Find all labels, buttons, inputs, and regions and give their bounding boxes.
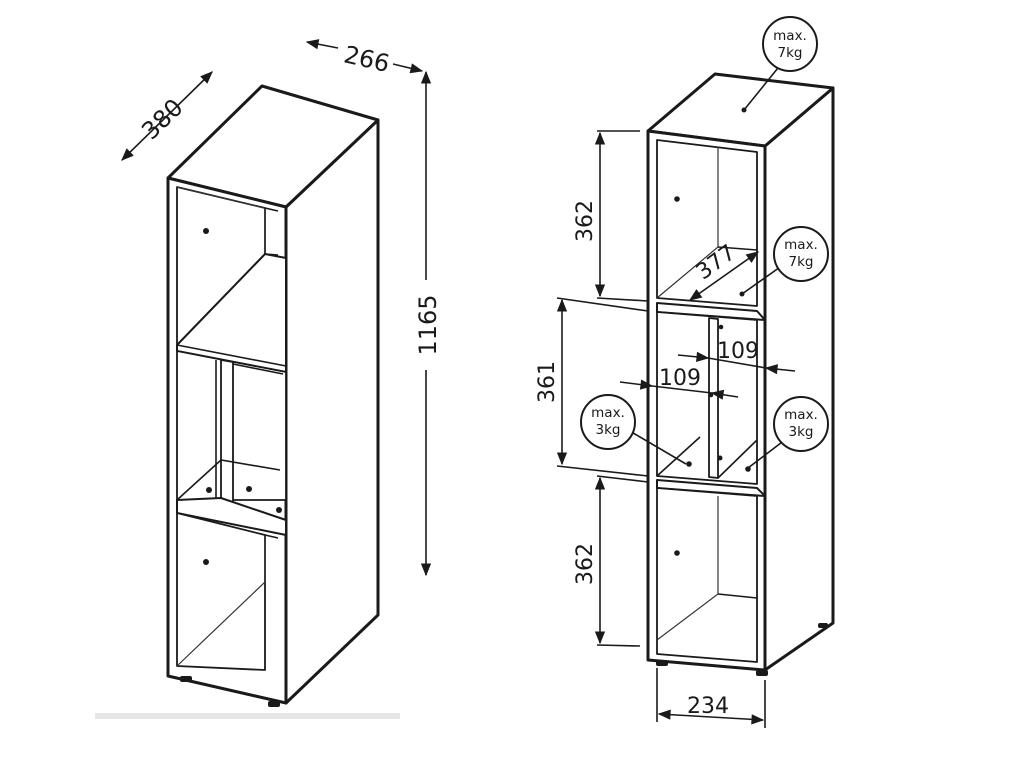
- upper-shelf: [176, 253, 287, 373]
- front-width-label: 234: [687, 694, 729, 719]
- shelf-front-view: 362 361 362 377 109 109 234 max. 7kg: [535, 16, 835, 728]
- side-panel: [284, 118, 380, 705]
- svg-text:max.: max.: [591, 405, 625, 421]
- foot: [180, 676, 192, 682]
- height-label: 1165: [414, 294, 442, 355]
- front-width-dimension: [657, 709, 765, 725]
- svg-text:max.: max.: [773, 28, 807, 44]
- svg-text:3kg: 3kg: [789, 424, 814, 440]
- shelf-depth-dimension: [688, 251, 760, 301]
- middle-divider: [220, 359, 234, 521]
- front-lower-shelf: [656, 479, 766, 497]
- bottom-compartment-label: 362: [573, 543, 598, 585]
- bottom-compartment-back: [176, 512, 266, 671]
- top-compartment-label: 362: [573, 200, 598, 242]
- svg-text:max.: max.: [784, 237, 818, 253]
- front-upper-shelf: [656, 302, 766, 321]
- load-callout-top: max. 7kg: [762, 16, 818, 72]
- width-label: 266: [341, 40, 392, 78]
- load-callout-upper-shelf: max. 7kg: [773, 226, 829, 282]
- middle-compartment-label: 361: [535, 361, 560, 403]
- front-middle-compartment: [656, 311, 758, 485]
- depth-dimension-line: [121, 71, 213, 161]
- svg-text:max.: max.: [784, 407, 818, 423]
- upper-offset-label: 109: [717, 339, 759, 364]
- front-view-side-panel: [763, 86, 835, 672]
- load-callout-middle-right: max. 3kg: [773, 396, 829, 452]
- svg-text:3kg: 3kg: [596, 422, 621, 438]
- shelf-isometric-view: 380 266 1165: [95, 39, 442, 719]
- svg-text:7kg: 7kg: [789, 254, 814, 270]
- peg-hole: [203, 228, 209, 234]
- load-callout-middle-left: max. 3kg: [580, 394, 636, 450]
- front-bottom-compartment: [656, 487, 758, 663]
- lower-offset-label: 109: [659, 366, 701, 391]
- foot: [268, 701, 280, 707]
- lower-shelf: [176, 497, 287, 536]
- svg-text:7kg: 7kg: [778, 45, 803, 61]
